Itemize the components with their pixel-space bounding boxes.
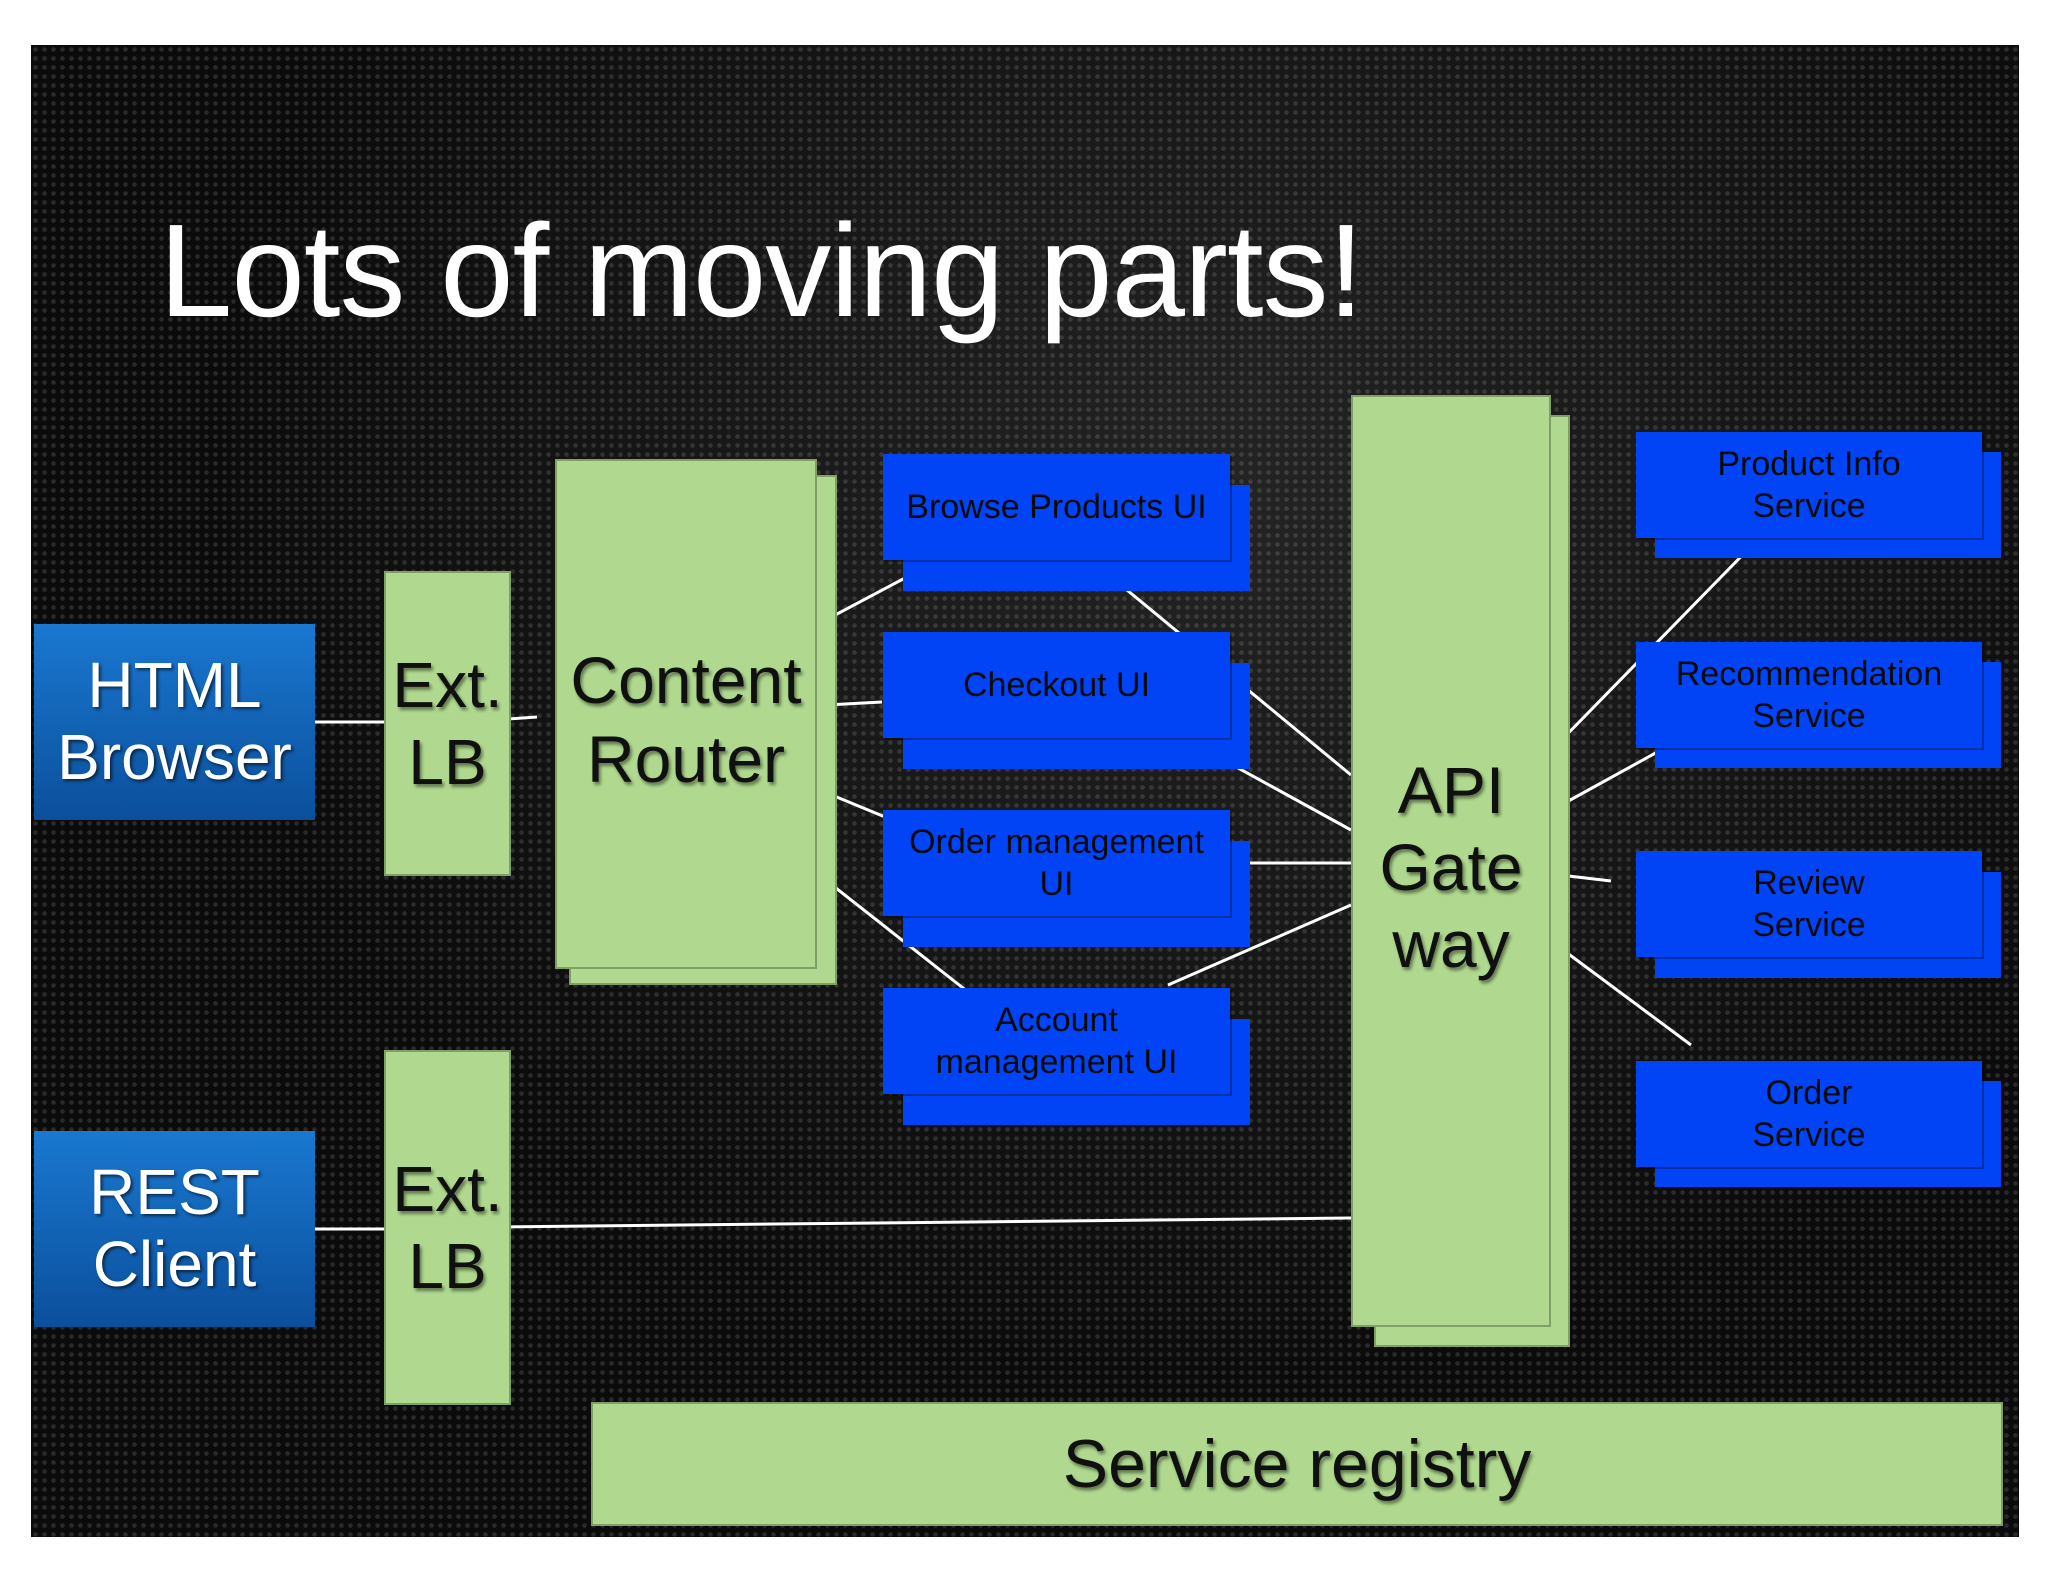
wire-lb-gw <box>492 1216 1352 1229</box>
connectors <box>315 528 1769 1231</box>
service-registry-bar: Service registry <box>591 1402 2003 1526</box>
content-router-box: Content Router <box>555 459 817 969</box>
ext-lb-top: Ext. LB <box>384 571 511 876</box>
ext-lb-bottom: Ext. LB <box>384 1050 511 1405</box>
review-service: Review Service <box>1636 851 1982 957</box>
order-service: Order Service <box>1636 1061 1982 1167</box>
checkout-ui: Checkout UI <box>883 632 1230 738</box>
rest-client-box: REST Client <box>34 1131 315 1327</box>
wire-account-gw <box>1167 903 1352 987</box>
slide-title: Lots of moving parts! <box>159 197 1364 344</box>
slide: Lots of moving parts! HTML Browser REST … <box>31 45 2019 1537</box>
order-management-ui: Order management UI <box>883 810 1230 916</box>
product-info-service: Product Info Service <box>1636 432 1982 538</box>
api-gateway-box: API Gate way <box>1351 395 1551 1327</box>
browse-products-ui: Browse Products UI <box>883 454 1230 560</box>
recommendation-service: Recommendation Service <box>1636 642 1982 748</box>
html-browser-box: HTML Browser <box>34 624 315 820</box>
account-management-ui: Account management UI <box>883 988 1230 1094</box>
